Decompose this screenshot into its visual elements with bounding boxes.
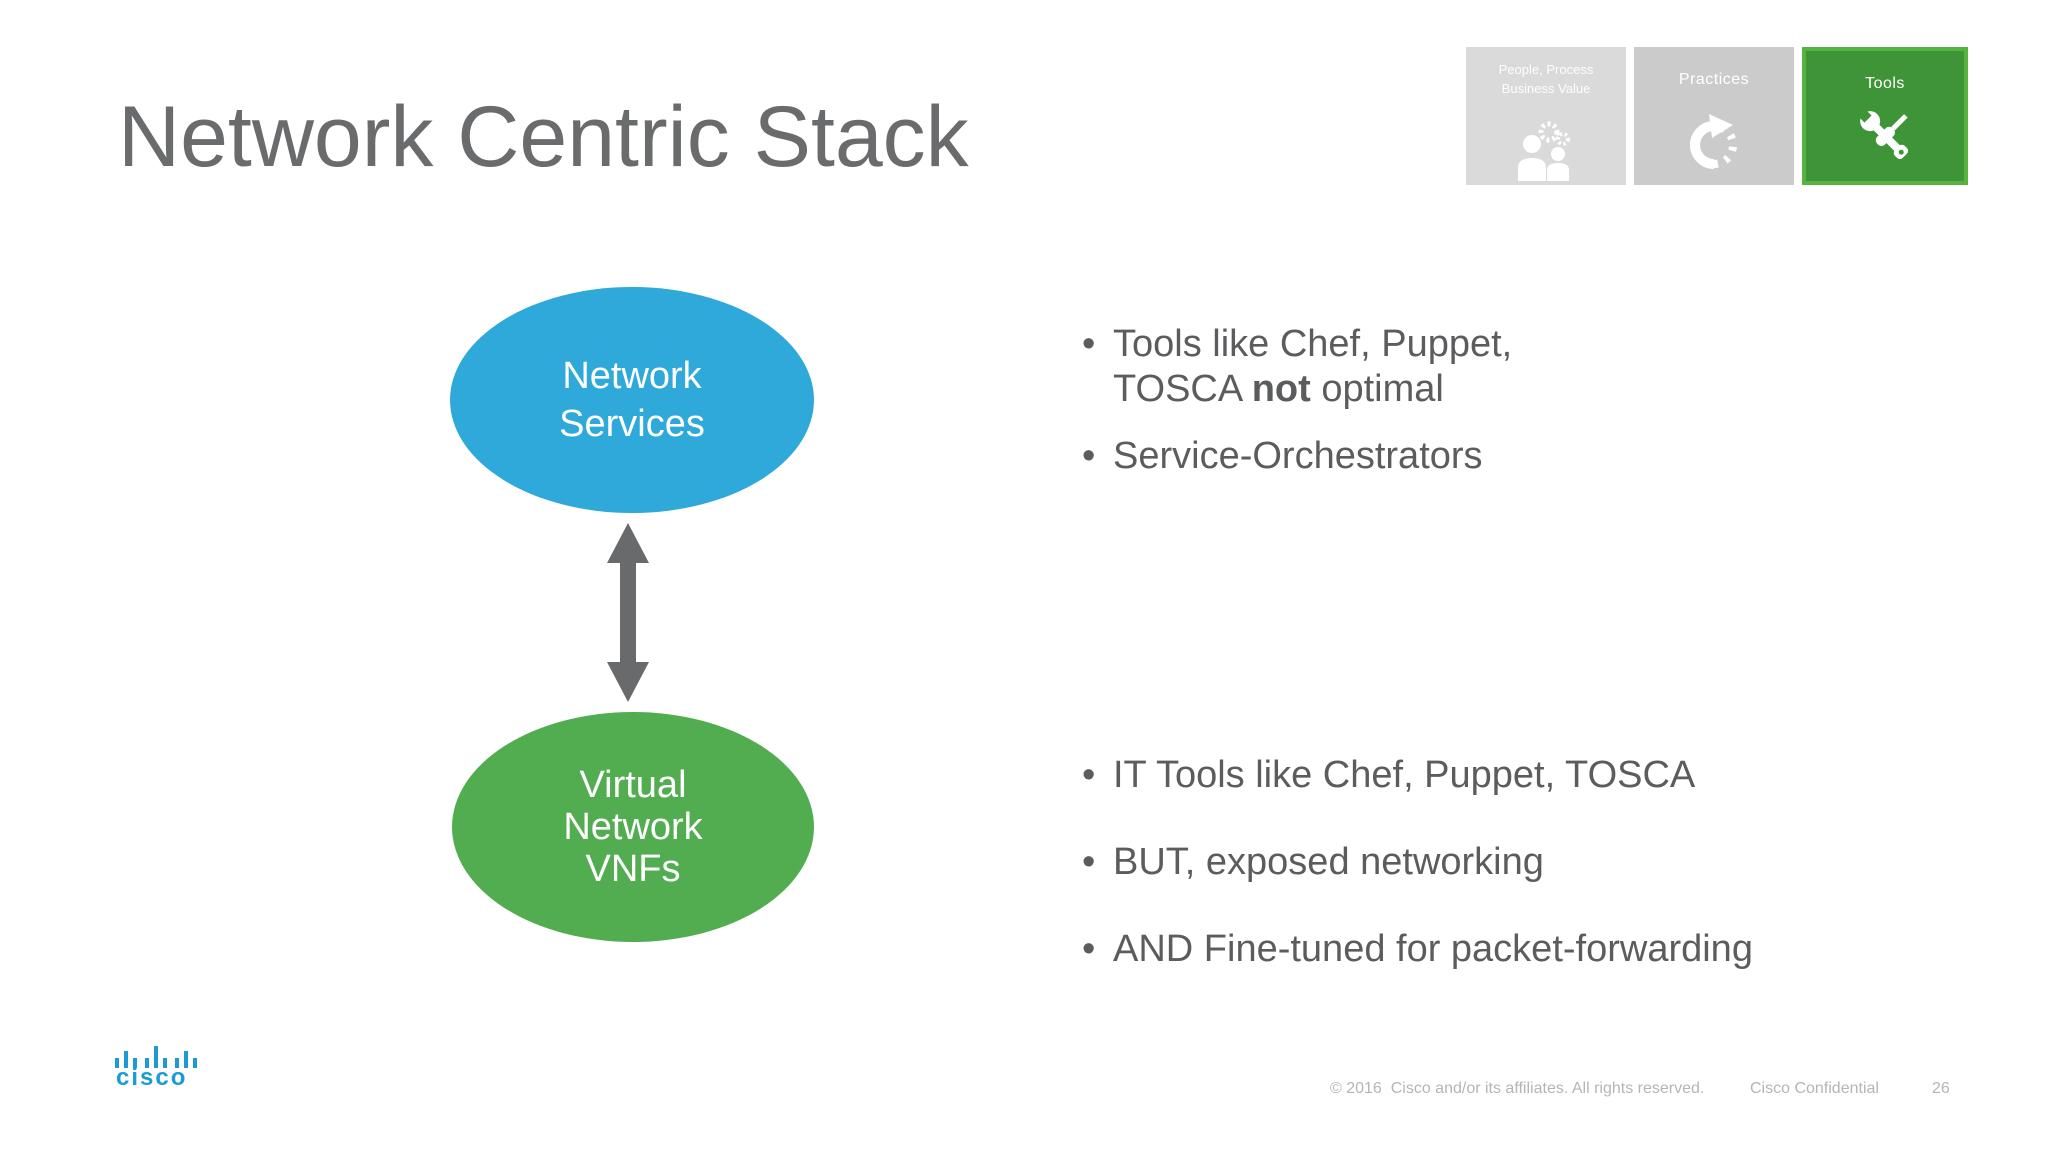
tab-practices[interactable]: Practices [1634,47,1794,185]
network-services-bullet-list: • Tools like Chef, Puppet, TOSCA not opt… [1082,322,1722,479]
virtual-network-vnfs-node: Virtual Network VNFs [452,712,814,942]
tab-people-label-line2: Business Value [1501,81,1591,96]
bullet-item: • BUT, exposed networking [1082,840,1842,885]
bullet-icon: • [1082,435,1096,477]
people-gears-icon [1518,121,1570,181]
bullet-icon: • [1082,928,1096,970]
tab-people-process-business-value[interactable]: People, Process Business Value [1466,47,1626,185]
virtual-network-line2: Network [563,806,703,848]
vnf-bullet-list: • IT Tools like Chef, Puppet, TOSCA • BU… [1082,753,1842,972]
bullet-item: • IT Tools like Chef, Puppet, TOSCA [1082,753,1842,798]
network-services-line2: Services [559,403,705,445]
virtual-network-line3: VNFs [585,848,681,890]
bullet-line: Service-Orchestrators [1113,435,1483,477]
tab-tools[interactable]: Tools [1802,47,1968,185]
confidential-text: Cisco Confidential [1750,1080,1879,1097]
double-headed-arrow [600,523,656,705]
page-number: 26 [1932,1080,1950,1097]
bullet-icon: • [1082,754,1096,796]
bullet-icon: • [1082,841,1096,883]
bullet-line: AND Fine-tuned for packet-forwarding [1113,928,1753,970]
virtual-network-line1: Virtual [579,764,687,806]
page-title: Network Centric Stack [118,89,969,185]
tab-tools-label: Tools [1865,75,1905,92]
bullet-line: IT Tools like Chef, Puppet, TOSCA [1113,754,1696,796]
tab-people-label-line1: People, Process [1498,62,1594,77]
copyright-text: © 2016 Cisco and/or its affiliates. All … [1330,1080,1705,1097]
bullet-line: Tools like Chef, Puppet, [1113,323,1513,365]
bullet-item: • Service-Orchestrators [1082,434,1722,479]
cisco-logo: cisco [113,1042,223,1092]
bullet-item: • Tools like Chef, Puppet, TOSCA not opt… [1082,322,1722,412]
bullet-item: • AND Fine-tuned for packet-forwarding [1082,927,1842,972]
wrench-screwdriver-icon [1858,109,1909,160]
bullet-line: BUT, exposed networking [1113,841,1544,883]
cycle-arrow-icon [1690,114,1737,169]
network-services-node: Network Services [450,287,814,513]
cisco-wordmark: cisco [116,1064,188,1091]
tab-practices-label: Practices [1678,71,1750,88]
bullet-line: TOSCA not optimal [1113,368,1444,410]
network-services-line1: Network [562,355,702,397]
cisco-logo-bars-icon [115,1046,197,1068]
bullet-icon: • [1082,323,1096,365]
